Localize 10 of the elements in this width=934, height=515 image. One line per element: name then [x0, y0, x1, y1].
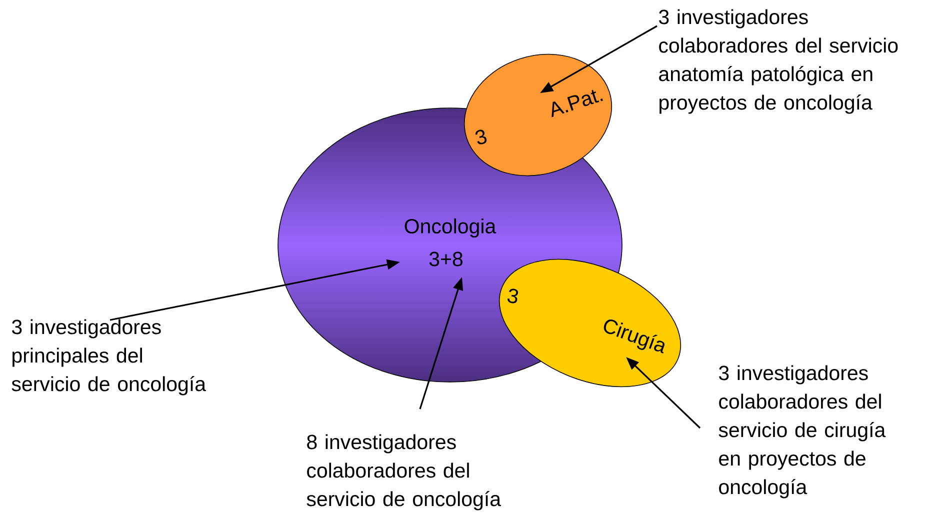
region-count: 3 — [508, 288, 518, 304]
region-count: 3 — [476, 130, 487, 144]
annotation-text: 3 investigadores colaboradores del servicio anatomía patológica en proyectos de oncología — [659, 9, 898, 114]
region-label: A.Pat. — [552, 90, 603, 118]
annotation-text: 3 investigadores colaboradores del servicio de cirugía en proyectos de oncología — [718, 365, 886, 498]
region-label: Cirugía — [604, 320, 664, 354]
region-count: 3+8 — [429, 252, 462, 266]
annotation-text: 8 investigadores colaboradores del servicio de oncología — [306, 434, 502, 510]
region-label: Oncologia — [404, 218, 496, 238]
annotation-text: 3 investigadores principales del servicio de oncología — [12, 319, 206, 396]
